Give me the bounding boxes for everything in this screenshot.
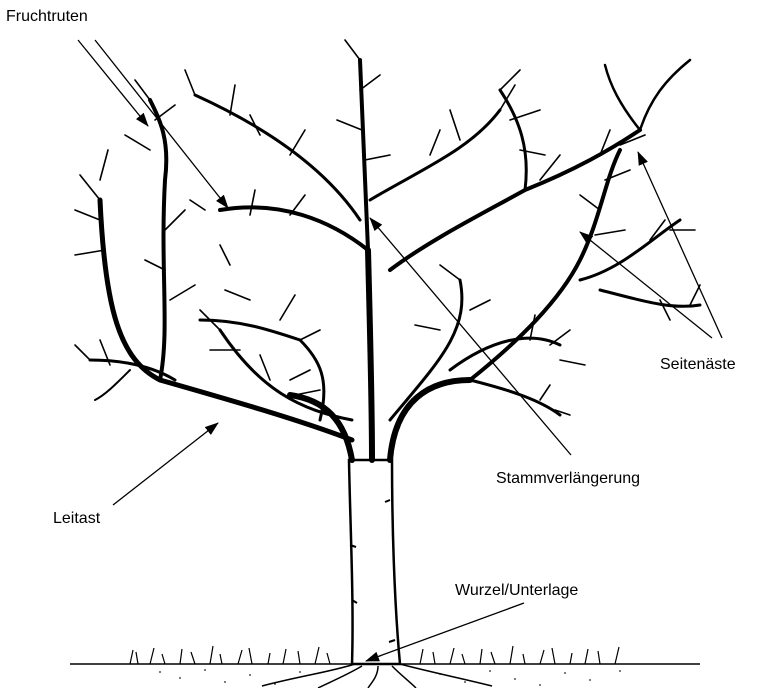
branches: [75, 40, 700, 460]
roots: [262, 664, 492, 688]
arrow-seitenaeste-1: [638, 152, 722, 338]
arrow-fruchtruten-2: [95, 40, 228, 208]
arrow-seitenaeste-2: [580, 232, 712, 338]
trunk: [349, 460, 400, 664]
soil-dots: [159, 669, 621, 686]
label-fruchtruten: Fruchtruten: [6, 8, 88, 26]
label-wurzel: Wurzel/Unterlage: [455, 582, 578, 600]
arrow-leitast: [113, 423, 218, 505]
label-leitast: Leitast: [53, 510, 100, 528]
pointer-arrows: [78, 40, 722, 661]
label-seitenaeste: Seitenäste: [660, 356, 736, 374]
label-stammverlaengerung: Stammverlängerung: [496, 470, 640, 488]
